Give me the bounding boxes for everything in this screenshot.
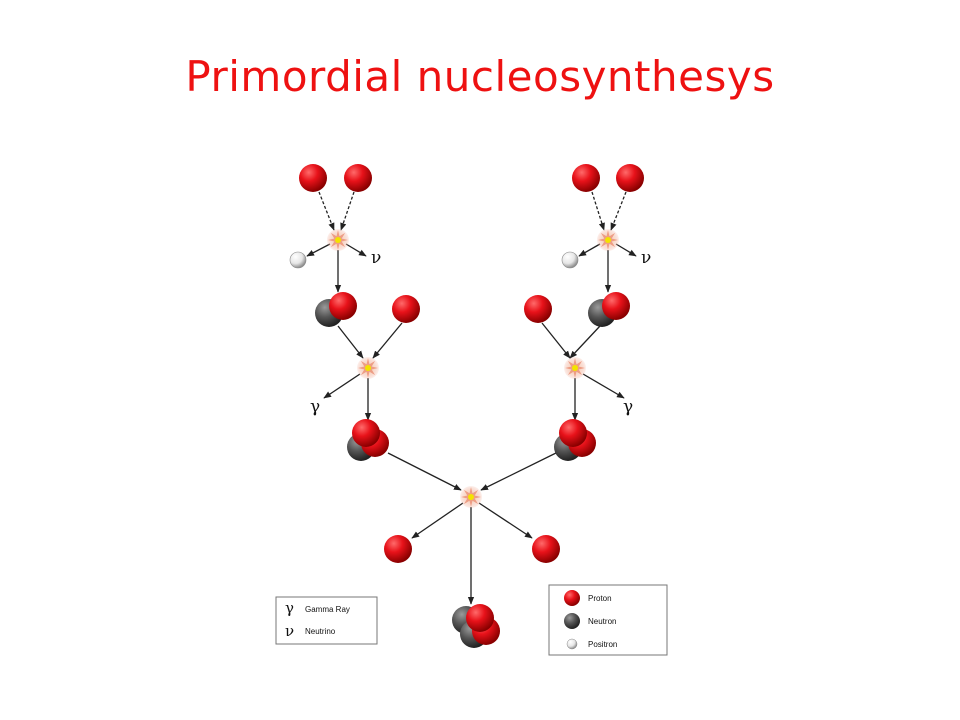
reaction-flashes — [327, 229, 619, 508]
proton-particle — [384, 535, 412, 563]
proton-particle — [352, 419, 380, 447]
neutrino-label: ν — [371, 248, 381, 268]
reaction-arrow — [411, 502, 464, 539]
legend-proton-label: Proton — [588, 594, 612, 603]
reaction-arrow — [340, 191, 355, 231]
reaction-arrow — [582, 373, 625, 399]
fusion-flash-icon — [597, 229, 619, 251]
gamma-label: γ — [623, 397, 633, 417]
fusion-flash-icon — [357, 357, 379, 379]
legend-neutron-label: Neutron — [588, 617, 616, 626]
proton-particle — [532, 535, 560, 563]
proton-particle — [392, 295, 420, 323]
emission-labels: ν ν γ γ — [310, 248, 651, 417]
reaction-arrow — [610, 191, 627, 231]
legend-particles: Proton Neutron Positron — [548, 584, 668, 656]
legend-neutrino-symbol: ν — [285, 622, 294, 640]
particles — [289, 164, 644, 648]
proton-particle — [524, 295, 552, 323]
legend-neutron-icon — [564, 613, 580, 629]
reaction-arrows — [306, 191, 637, 605]
reaction-arrow — [591, 191, 605, 231]
reaction-arrow — [318, 191, 335, 231]
positron-particle — [561, 251, 579, 269]
fusion-flash-icon — [327, 229, 349, 251]
reaction-arrow — [372, 322, 403, 359]
slide-title: Primordial nucleosynthesys — [185, 52, 775, 101]
reaction-arrow — [306, 243, 331, 257]
legend-emissions: γ Gamma Ray ν Neutrino — [275, 596, 378, 645]
reaction-arrow — [615, 243, 637, 257]
reaction-arrow — [345, 243, 367, 257]
proton-particle — [329, 292, 357, 320]
proton-particle — [344, 164, 372, 192]
reaction-arrow — [323, 373, 361, 399]
reaction-arrow — [478, 502, 533, 539]
neutrino-label: ν — [641, 248, 651, 268]
reaction-arrow — [387, 452, 462, 491]
proton-particle — [602, 292, 630, 320]
proton-particle — [299, 164, 327, 192]
reaction-arrow — [578, 243, 601, 257]
fusion-flash-icon — [564, 357, 586, 379]
legend-positron-icon — [566, 638, 578, 650]
legend-neutrino-label: Neutrino — [305, 627, 336, 636]
legend-positron-label: Positron — [588, 640, 617, 649]
gamma-label: γ — [310, 397, 320, 417]
positron-particle — [289, 251, 307, 269]
reaction-arrow — [541, 322, 571, 359]
proton-particle — [466, 604, 494, 632]
legend-proton-icon — [564, 590, 580, 606]
proton-particle — [572, 164, 600, 192]
legend-gamma-symbol: γ — [285, 599, 294, 617]
fusion-flash-icon — [460, 486, 482, 508]
proton-particle — [559, 419, 587, 447]
legend-gamma-label: Gamma Ray — [305, 605, 350, 614]
proton-particle — [616, 164, 644, 192]
reaction-arrow — [569, 325, 601, 359]
reaction-arrow — [480, 452, 557, 491]
reaction-arrow — [337, 325, 364, 359]
